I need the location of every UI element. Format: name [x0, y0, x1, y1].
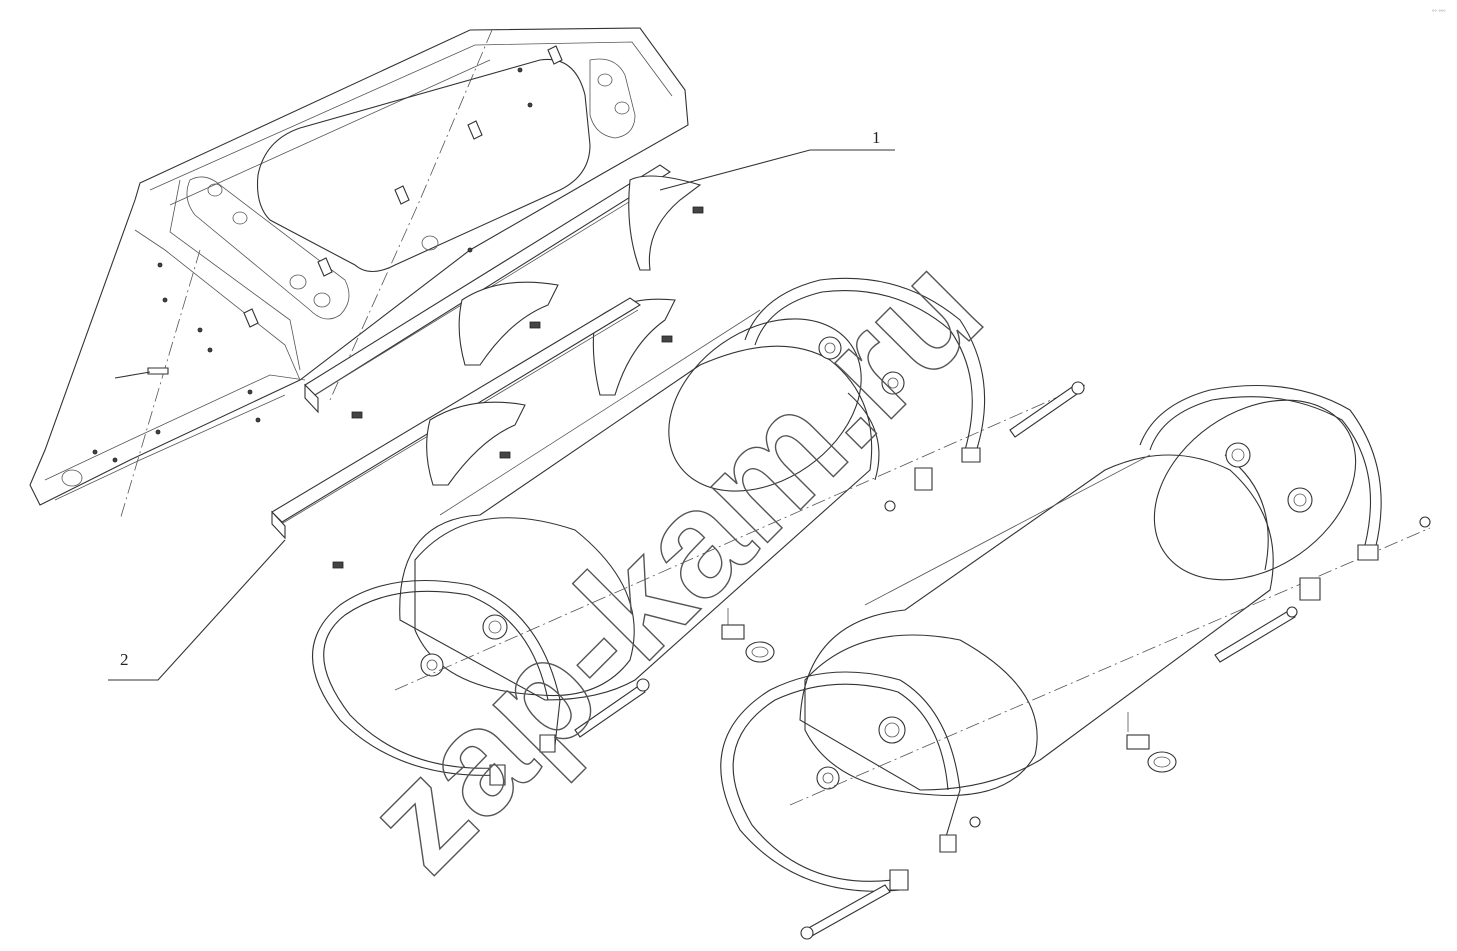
callout-label-1: 1	[872, 128, 881, 147]
callout-label-2: 2	[120, 650, 129, 669]
upper-reservoir-straps	[312, 277, 986, 786]
callout-leaders	[108, 149, 895, 681]
lower-drain-valve	[1126, 712, 1177, 773]
upper-drain-valve	[721, 608, 775, 663]
corner-mark: °° °°°	[1432, 10, 1446, 16]
upper-tie-bolts	[574, 381, 1085, 738]
lower-air-reservoir	[789, 399, 1431, 806]
upper-air-reservoir	[394, 309, 1086, 701]
chassis-frame-section	[29, 27, 689, 521]
lower-mounting-rail	[271, 297, 642, 569]
upper-mounting-rail	[304, 164, 704, 419]
frame-bolts	[114, 45, 563, 379]
lower-tie-bolts	[800, 606, 1298, 940]
lower-reservoir-straps	[720, 384, 1431, 892]
watermark-text: zap-kam.ru	[334, 224, 1013, 903]
